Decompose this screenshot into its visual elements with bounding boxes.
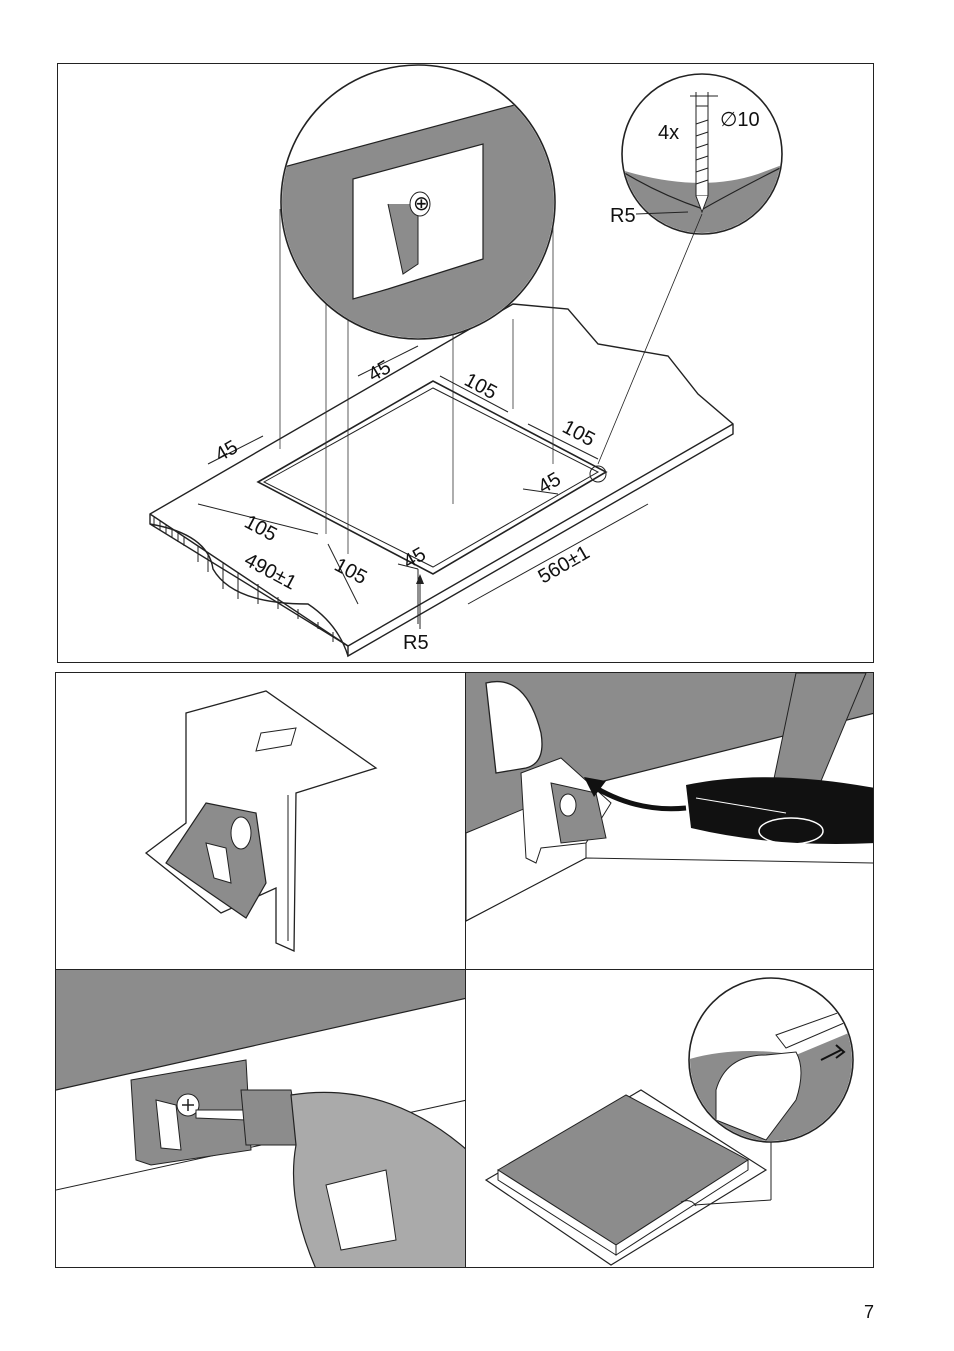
cutout-diagram-panel: ⊕ 4x ∅10 R5 (57, 63, 874, 663)
bracket-illustration (56, 673, 466, 970)
step-panel-drill (55, 969, 466, 1268)
countertop (150, 304, 733, 656)
screw-radius-label: R5 (610, 205, 636, 227)
cutout-diagram: ⊕ 4x ∅10 R5 (58, 64, 874, 663)
page-number: 7 (864, 1302, 874, 1323)
dim-45-left: 45 (212, 436, 242, 466)
screw-head-icon: ⊕ (413, 193, 430, 215)
step-panel-hob (465, 969, 874, 1268)
step-panel-bracket (55, 672, 466, 970)
screw-diameter-label: ∅10 (720, 109, 760, 131)
hammer-head-icon (686, 777, 874, 844)
screw-count-label: 4x (658, 122, 679, 144)
step-panel-hammer (465, 672, 874, 970)
dim-radius-front: R5 (403, 632, 429, 654)
hob-illustration (466, 970, 874, 1268)
hammer-illustration (466, 673, 874, 970)
dim-depth: 560±1 (535, 542, 594, 589)
drill-illustration (56, 970, 466, 1268)
